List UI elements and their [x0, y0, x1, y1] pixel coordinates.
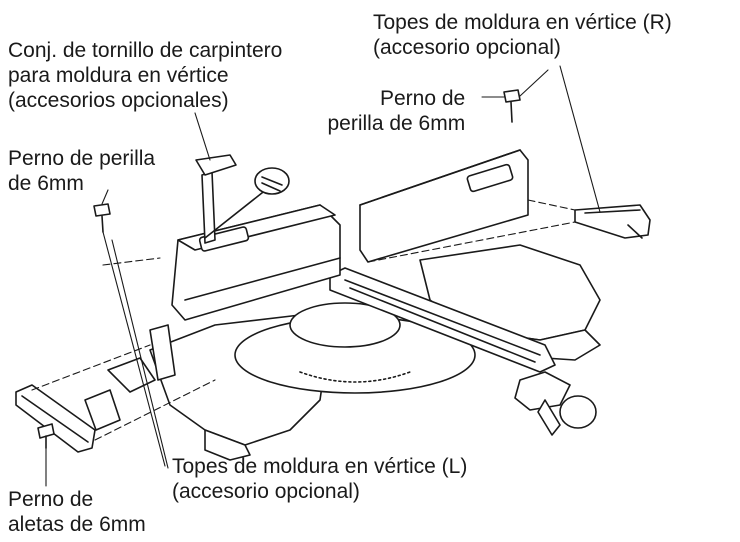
leader-knob-r-drop	[519, 69, 549, 97]
left-mount-plate	[149, 324, 176, 381]
left-fence-base-edge	[184, 257, 341, 301]
label-clamp-line3: (accesorios opcionales)	[8, 89, 229, 112]
label-wing-bolt-line2: aletas de 6mm	[8, 513, 146, 536]
label-stops-l-line1: Topes de moldura en vértice (L)	[172, 455, 468, 478]
label-clamp-line2: para moldura en vértice	[8, 64, 229, 87]
label-stops-r-line2: (accesorio opcional)	[373, 36, 561, 59]
label-stops-r: Topes de moldura en vértice (R) (accesor…	[373, 10, 672, 60]
guide-line-stop-l-upper	[31, 344, 151, 391]
wing-bolt-head	[37, 423, 55, 439]
vise-screw-knob-ridges	[261, 176, 283, 192]
guide-line-stop-r-upper	[527, 199, 576, 211]
turntable-scale	[299, 371, 411, 383]
leader-stops-l-a	[102, 231, 166, 467]
guide-line-stop-r-lower	[367, 221, 576, 263]
label-knob-l: Perno de perilla de 6mm	[8, 146, 155, 196]
knob-bolt-r-head	[503, 89, 521, 103]
label-knob-r: Perno de perilla de 6mm	[318, 86, 466, 136]
left-fence-slot	[198, 226, 250, 252]
crown-stop-r-edge	[584, 209, 641, 214]
front-lock-knob	[559, 395, 597, 429]
guide-line-stop-l-lower	[94, 379, 216, 441]
knob-bolt-l-head	[93, 203, 111, 217]
label-wing-bolt: Perno de aletas de 6mm	[8, 487, 146, 537]
turntable-center-dome	[289, 302, 401, 348]
label-stops-l: Topes de moldura en vértice (L) (accesor…	[172, 454, 467, 504]
crown-stop-l-bracket	[84, 389, 121, 431]
guide-line-left-bracket	[102, 257, 161, 266]
leader-stops-l-b	[111, 239, 169, 469]
knob-bolt-r-shank	[510, 101, 513, 123]
crown-stop-l-edge	[21, 395, 89, 443]
leader-clamp	[194, 112, 211, 161]
front-lock-lever	[537, 399, 561, 436]
label-stops-l-line2: (accesorio opcional)	[172, 480, 360, 503]
table-extension-rail-groove	[349, 287, 536, 363]
label-knob-l-line1: Perno de perilla	[8, 147, 156, 170]
label-knob-l-line2: de 6mm	[8, 172, 84, 195]
label-wing-bolt-line1: Perno de	[8, 488, 94, 511]
right-fence-slot	[466, 163, 514, 193]
table-extension-rail	[329, 267, 556, 373]
label-knob-r-line1: Perno de	[380, 87, 466, 110]
right-fence-top	[359, 149, 521, 206]
leader-knob-l	[101, 189, 109, 205]
label-knob-r-line2: perilla de 6mm	[327, 112, 466, 135]
crown-stop-r-hook	[627, 224, 643, 239]
label-clamp-line1: Conj. de tornillo de carpintero	[8, 39, 283, 62]
knob-bolt-l-shank	[101, 215, 104, 233]
label-stops-r-line1: Topes de moldura en vértice (R)	[373, 11, 672, 34]
front-handle-body	[514, 371, 571, 411]
vise-screw-rod	[204, 184, 273, 239]
label-clamp: Conj. de tornillo de carpintero para mol…	[8, 38, 282, 113]
saw-base-left-foot	[204, 429, 251, 461]
leader-stops-r	[559, 65, 601, 213]
table-extension-rail-inner	[344, 279, 541, 356]
vise-arm	[195, 154, 237, 176]
